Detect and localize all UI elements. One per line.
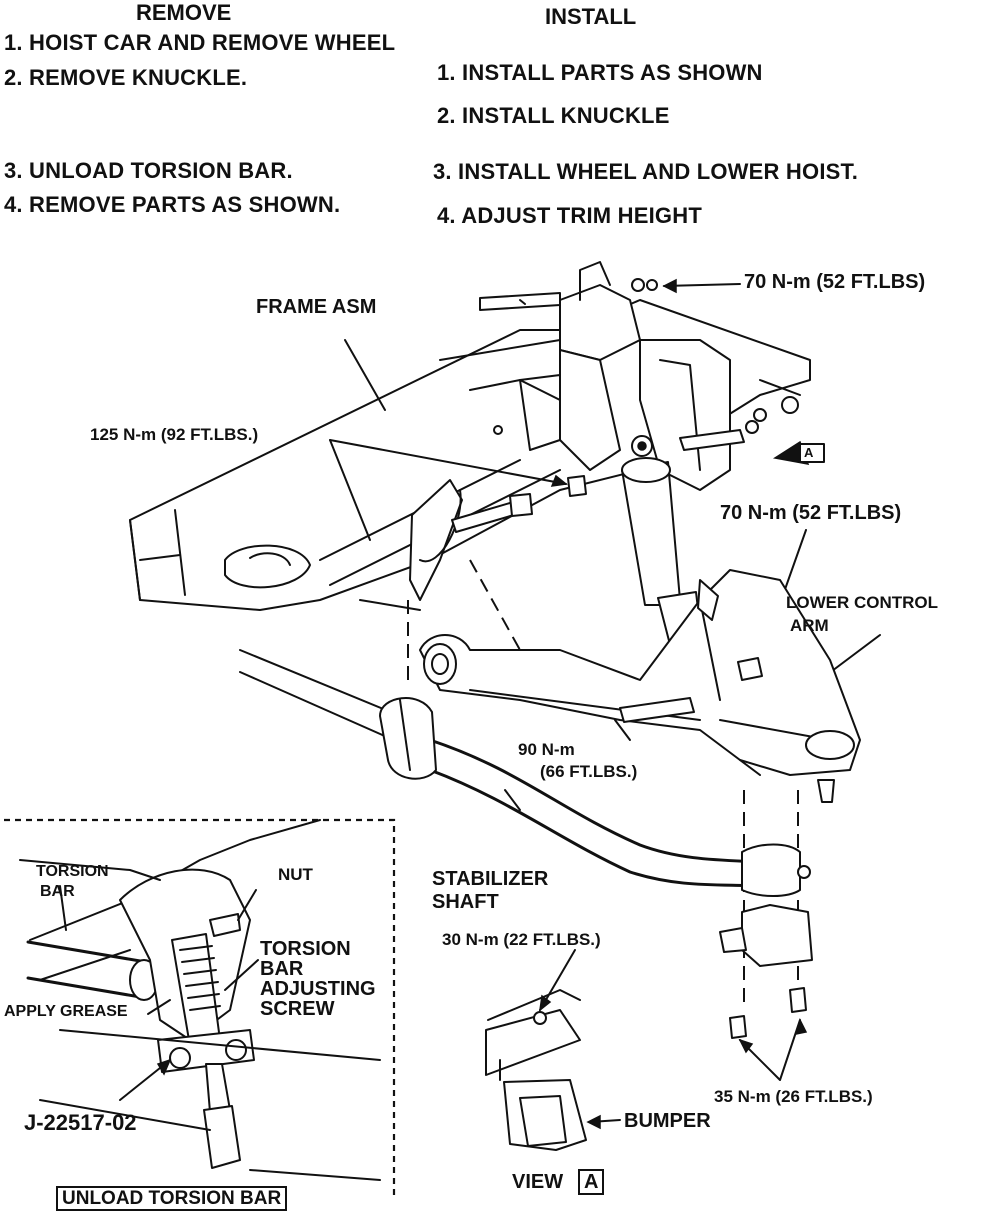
inset-screw-label-1: TORSION xyxy=(260,938,351,960)
stabilizer-shaft xyxy=(239,649,762,888)
bumper-label: BUMPER xyxy=(624,1110,711,1132)
view-label: VIEW xyxy=(512,1171,564,1193)
lower-control-arm-label-2: ARM xyxy=(790,616,829,635)
lower-control-arm-label-1: LOWER CONTROL xyxy=(786,593,939,612)
stabilizer-shaft-label-1: STABILIZER xyxy=(432,868,549,890)
torsion-bracket xyxy=(407,475,587,680)
install-step-2: 2. INSTALL KNUCKLE xyxy=(437,103,670,128)
remove-step-2: 2. REMOVE KNUCKLE. xyxy=(4,65,248,90)
stabilizer-bushing xyxy=(719,790,813,1081)
install-step-4: 4. ADJUST TRIM HEIGHT xyxy=(437,203,702,228)
shock-upper-mount xyxy=(479,261,759,491)
install-step-3: 3. INSTALL WHEEL AND LOWER HOIST. xyxy=(433,159,859,184)
frame-asm-label: FRAME ASM xyxy=(256,296,377,318)
lower-control-arm xyxy=(419,569,861,803)
inset-apply-grease-label: APPLY GREASE xyxy=(4,1003,128,1020)
inset-torsion-bar-label-1: TORSION xyxy=(36,863,109,880)
inset-screw-label-3: ADJUSTING xyxy=(260,978,376,1000)
inset-caption: UNLOAD TORSION BAR xyxy=(56,1186,288,1211)
inset-tool-number-label: J-22517-02 xyxy=(24,1110,137,1135)
remove-step-4: 4. REMOVE PARTS AS SHOWN. xyxy=(4,192,341,217)
remove-step-3: 3. UNLOAD TORSION BAR. xyxy=(4,158,293,183)
torque-90-label-2: (66 FT.LBS.) xyxy=(540,762,638,781)
torque-shock-label: 70 N-m (52 FT.LBS) xyxy=(720,502,902,524)
torque-upper-bolt-label: 70 N-m (52 FT.LBS) xyxy=(744,271,926,293)
install-heading: INSTALL xyxy=(545,4,637,29)
view-a-arrow-letter: A xyxy=(804,445,814,460)
torque-90-label-1: 90 N-m xyxy=(518,740,575,759)
inset-nut-label: NUT xyxy=(278,865,313,884)
torque-30-label: 30 N-m (22 FT.LBS.) xyxy=(442,930,601,949)
inset-torsion-bar-label-2: BAR xyxy=(40,883,75,900)
remove-heading: REMOVE xyxy=(136,0,232,25)
view-letter-box: A xyxy=(578,1169,605,1195)
inset-unload-torsion-bar xyxy=(4,818,396,1196)
stabilizer-shaft-label-2: SHAFT xyxy=(432,891,499,913)
bumper-view xyxy=(485,949,621,1151)
torque-35-label: 35 N-m (26 FT.LBS.) xyxy=(714,1087,873,1106)
torque-125-label: 125 N-m (92 FT.LBS.) xyxy=(90,425,259,444)
install-step-1: 1. INSTALL PARTS AS SHOWN xyxy=(437,60,763,85)
remove-step-1: 1. HOIST CAR AND REMOVE WHEEL xyxy=(4,30,396,55)
inset-screw-label-4: SCREW xyxy=(260,998,335,1020)
inset-screw-label-2: BAR xyxy=(260,958,304,980)
